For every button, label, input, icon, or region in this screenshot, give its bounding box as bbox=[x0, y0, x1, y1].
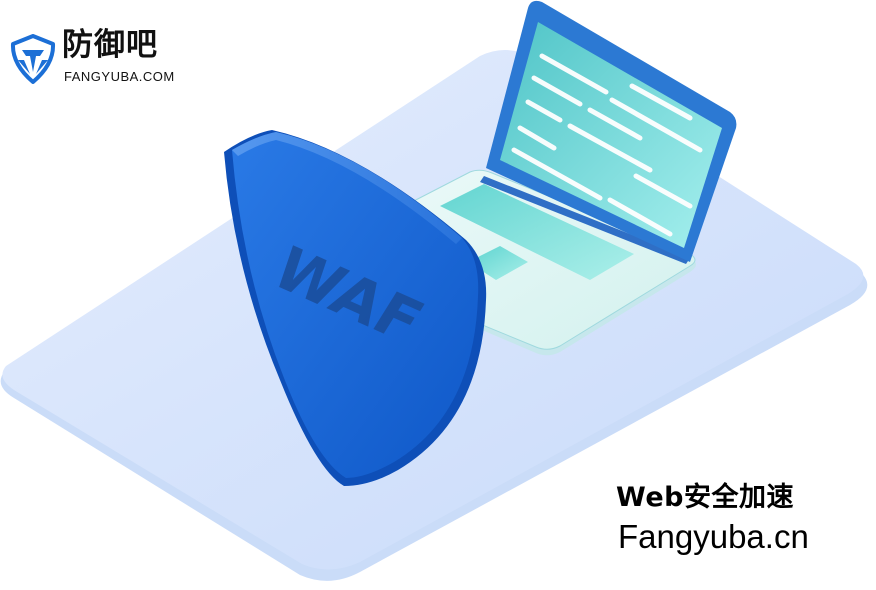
brand-name: 防御吧 bbox=[62, 27, 158, 63]
tagline: Web安全加速 bbox=[616, 482, 794, 513]
waf-shield-icon: WAF bbox=[224, 130, 487, 486]
shield-logo-icon bbox=[10, 34, 56, 84]
site-url: Fangyuba.cn bbox=[618, 518, 809, 555]
brand: 防御吧 FANGYUBA.COM bbox=[10, 28, 200, 92]
brand-domain: FANGYUBA.COM bbox=[64, 69, 175, 84]
